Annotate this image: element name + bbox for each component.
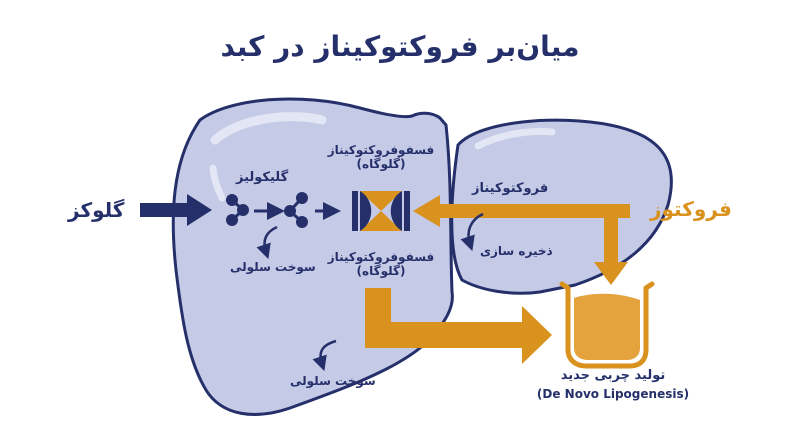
lipogenesis-label-fa: تولید چربی جدید bbox=[560, 368, 666, 383]
pfk-bottom-name: فسفوفروکتوکیناز bbox=[327, 250, 435, 264]
cell-fuel-label-upper: سوخت سلولی bbox=[230, 260, 316, 274]
fructose-label: فروکتوز bbox=[650, 197, 732, 221]
lipogenesis-label-en: (De Novo Lipogenesis) bbox=[536, 387, 690, 401]
curved-arrow-icon-storage bbox=[460, 212, 484, 252]
bottleneck-icon bbox=[352, 191, 410, 231]
glucose-label: گلوکز bbox=[68, 198, 125, 222]
liver-highlight-3 bbox=[474, 128, 556, 150]
fructokinase-label: فروکتوکیناز bbox=[472, 181, 549, 196]
liver-highlight-1 bbox=[210, 112, 327, 145]
lipogenesis-arrow bbox=[365, 288, 552, 364]
molecule-icon-2 bbox=[284, 192, 308, 228]
liver-highlight-2 bbox=[209, 164, 226, 202]
glucose-arrow bbox=[140, 194, 212, 226]
curved-arrow-icon-upper bbox=[256, 225, 278, 260]
pfk-top-label: فسفوفروکتوکیناز (گلوگاه) bbox=[316, 143, 446, 171]
glycolysis-label: گلیکولیز bbox=[236, 170, 289, 185]
storage-label: ذخیره سازی bbox=[480, 244, 553, 258]
curved-arrow-icon-lower bbox=[312, 339, 337, 372]
beaker-icon bbox=[559, 281, 655, 369]
page-title: میان‌بر فروکتوکیناز در کبد bbox=[220, 30, 580, 63]
fructose-down-arrow bbox=[594, 211, 628, 285]
fructose-main-arrow bbox=[413, 195, 630, 227]
pfk-top-name: فسفوفروکتوکیناز bbox=[327, 143, 435, 157]
molecule-icon-1 bbox=[226, 194, 249, 226]
pfk-top-note: (گلوگاه) bbox=[356, 157, 406, 171]
pfk-bottom-note: (گلوگاه) bbox=[356, 264, 406, 278]
pfk-bottom-label: فسفوفروکتوکیناز (گلوگاه) bbox=[316, 250, 446, 278]
cell-fuel-label-lower: سوخت سلولی bbox=[290, 374, 376, 388]
